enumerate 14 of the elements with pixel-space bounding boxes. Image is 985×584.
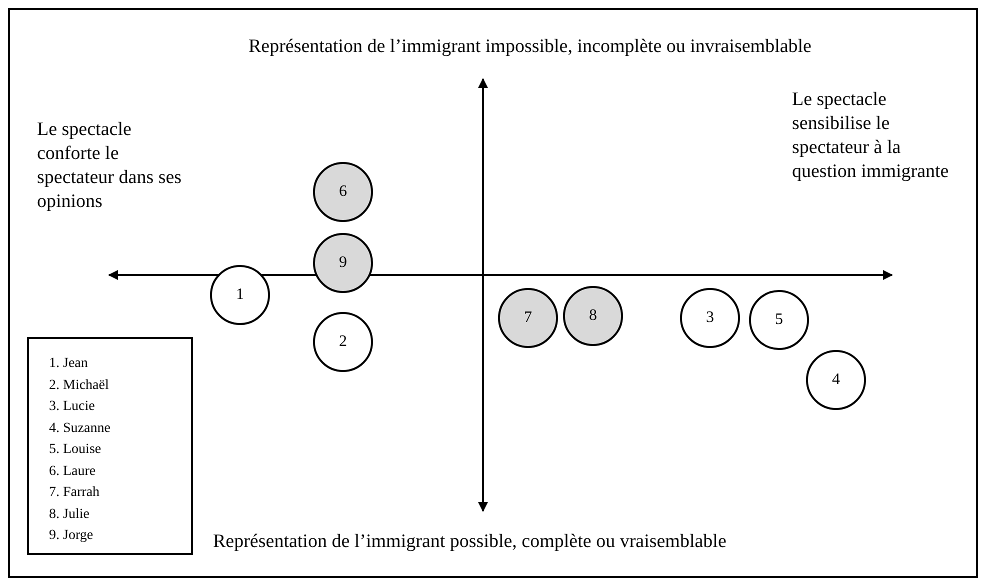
key-entry: 5. Louise	[49, 441, 102, 459]
key-entry: 7. Farrah	[49, 484, 100, 502]
key-entry: 8. Julie	[49, 506, 90, 524]
key-entry: 3. Lucie	[49, 398, 95, 416]
key-box	[27, 337, 193, 555]
axis-label: Représentation de l’immigrant impossible, incomplète ou invraisemblable	[247, 35, 812, 59]
axis-label: Le spectacle sensibilise le spectateur à la question immigrante	[792, 88, 950, 184]
key-entry: 6. Laure	[49, 462, 96, 480]
key-entry: 4. Suzanne	[49, 420, 110, 438]
key-entry: 1. Jean	[49, 355, 88, 373]
key-entry: 2. Michaël	[49, 376, 109, 394]
axis-label: Représentation de l’immigrant possible, complète ou vraisemblable	[213, 530, 728, 554]
axis-label: Le spectacle conforte le spectateur dans ses opinions	[37, 118, 183, 214]
key-entry: 9. Jorge	[49, 527, 94, 545]
